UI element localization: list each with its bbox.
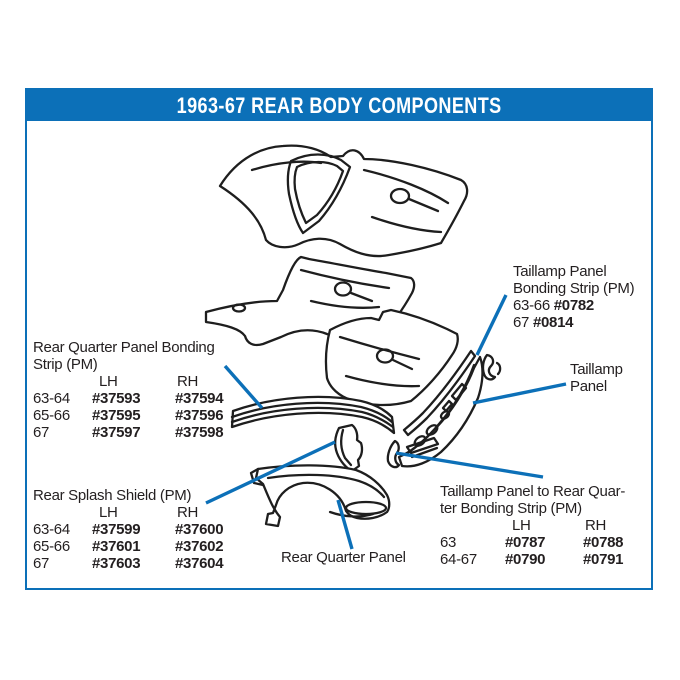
label-taillamp-bonding: Taillamp Panel Bonding Strip (PM) 63-66 … (513, 263, 635, 331)
row-years: 63-66 (513, 297, 550, 314)
label-title: ter Bonding Strip (PM) (440, 500, 582, 517)
leader-taillamp-panel (472, 382, 567, 405)
leader-taillamp-to-quarter-strip (395, 451, 544, 479)
row-years: 67 (513, 314, 530, 331)
label-title: Taillamp Panel to Rear Quar- (440, 483, 626, 500)
label-rear-quarter-panel: Rear Quarter Panel (281, 549, 406, 566)
part-number: #37593 (92, 390, 141, 407)
row-years: 64-67 (440, 551, 477, 568)
splash-shield-drawing (334, 423, 364, 473)
part-number: #37597 (92, 424, 141, 441)
row-years: 67 (33, 555, 50, 572)
row-years: 65-66 (33, 407, 70, 424)
part-number: #37600 (175, 521, 224, 538)
label-title: Taillamp Panel (513, 263, 607, 280)
part-number: #37599 (92, 521, 141, 538)
row-years: 63 (440, 534, 457, 551)
label-title: Rear Splash Shield (PM) (33, 487, 192, 504)
part-number: #0814 (532, 314, 574, 331)
taillamp-bonding-strip-drawing (402, 349, 477, 437)
roof-panel-drawing (218, 144, 469, 258)
page-title: 1963-67 REAR BODY COMPONENTS (176, 92, 502, 118)
col-header-lh: LH (99, 373, 118, 390)
col-header-rh: RH (585, 517, 607, 534)
part-number: #0782 (553, 297, 595, 314)
label-title: Rear Quarter Panel Bonding (33, 339, 215, 356)
label-title: Bonding Strip (PM) (513, 280, 635, 297)
part-number: #37602 (175, 538, 224, 555)
part-number: #0787 (505, 534, 546, 551)
part-number: #0791 (583, 551, 624, 568)
part-number: #37603 (92, 555, 141, 572)
quarter-panel-drawing (249, 464, 391, 528)
row-years: 63-64 (33, 390, 70, 407)
lower-deck-panel-drawing (324, 308, 459, 407)
label-taillamp-panel: Taillamp Panel (570, 361, 623, 395)
label-rear-quarter-bonding: Rear Quarter Panel Bonding Strip (PM) LH… (33, 339, 224, 441)
col-header-rh: RH (177, 504, 199, 521)
row-years: 63-64 (33, 521, 70, 538)
quarter-bonding-strip-drawing (230, 395, 396, 435)
col-header-rh: RH (177, 373, 199, 390)
title-bar: 1963-67 REAR BODY COMPONENTS (27, 90, 651, 121)
label-taillamp-to-quarter: Taillamp Panel to Rear Quar- ter Bonding… (440, 483, 625, 568)
leader-quarter-panel (336, 499, 354, 550)
row-years: 67 (33, 424, 50, 441)
part-number: #37598 (175, 424, 224, 441)
part-number: #37594 (175, 390, 224, 407)
label-title: Strip (PM) (33, 356, 98, 373)
col-header-lh: LH (512, 517, 531, 534)
leader-taillamp-bonding-strip (475, 294, 508, 356)
row-years: 65-66 (33, 538, 70, 555)
col-header-lh: LH (99, 504, 118, 521)
part-number: #37595 (92, 407, 141, 424)
part-number: #37601 (92, 538, 141, 555)
part-number: #0790 (505, 551, 546, 568)
label-rear-splash-shield: Rear Splash Shield (PM) LH RH 63-64 #375… (33, 487, 224, 572)
part-number: #37604 (175, 555, 224, 572)
part-number: #37596 (175, 407, 224, 424)
leader-quarter-bonding-strip (223, 364, 264, 410)
part-number: #0788 (583, 534, 624, 551)
leader-splash-shield (205, 440, 336, 505)
